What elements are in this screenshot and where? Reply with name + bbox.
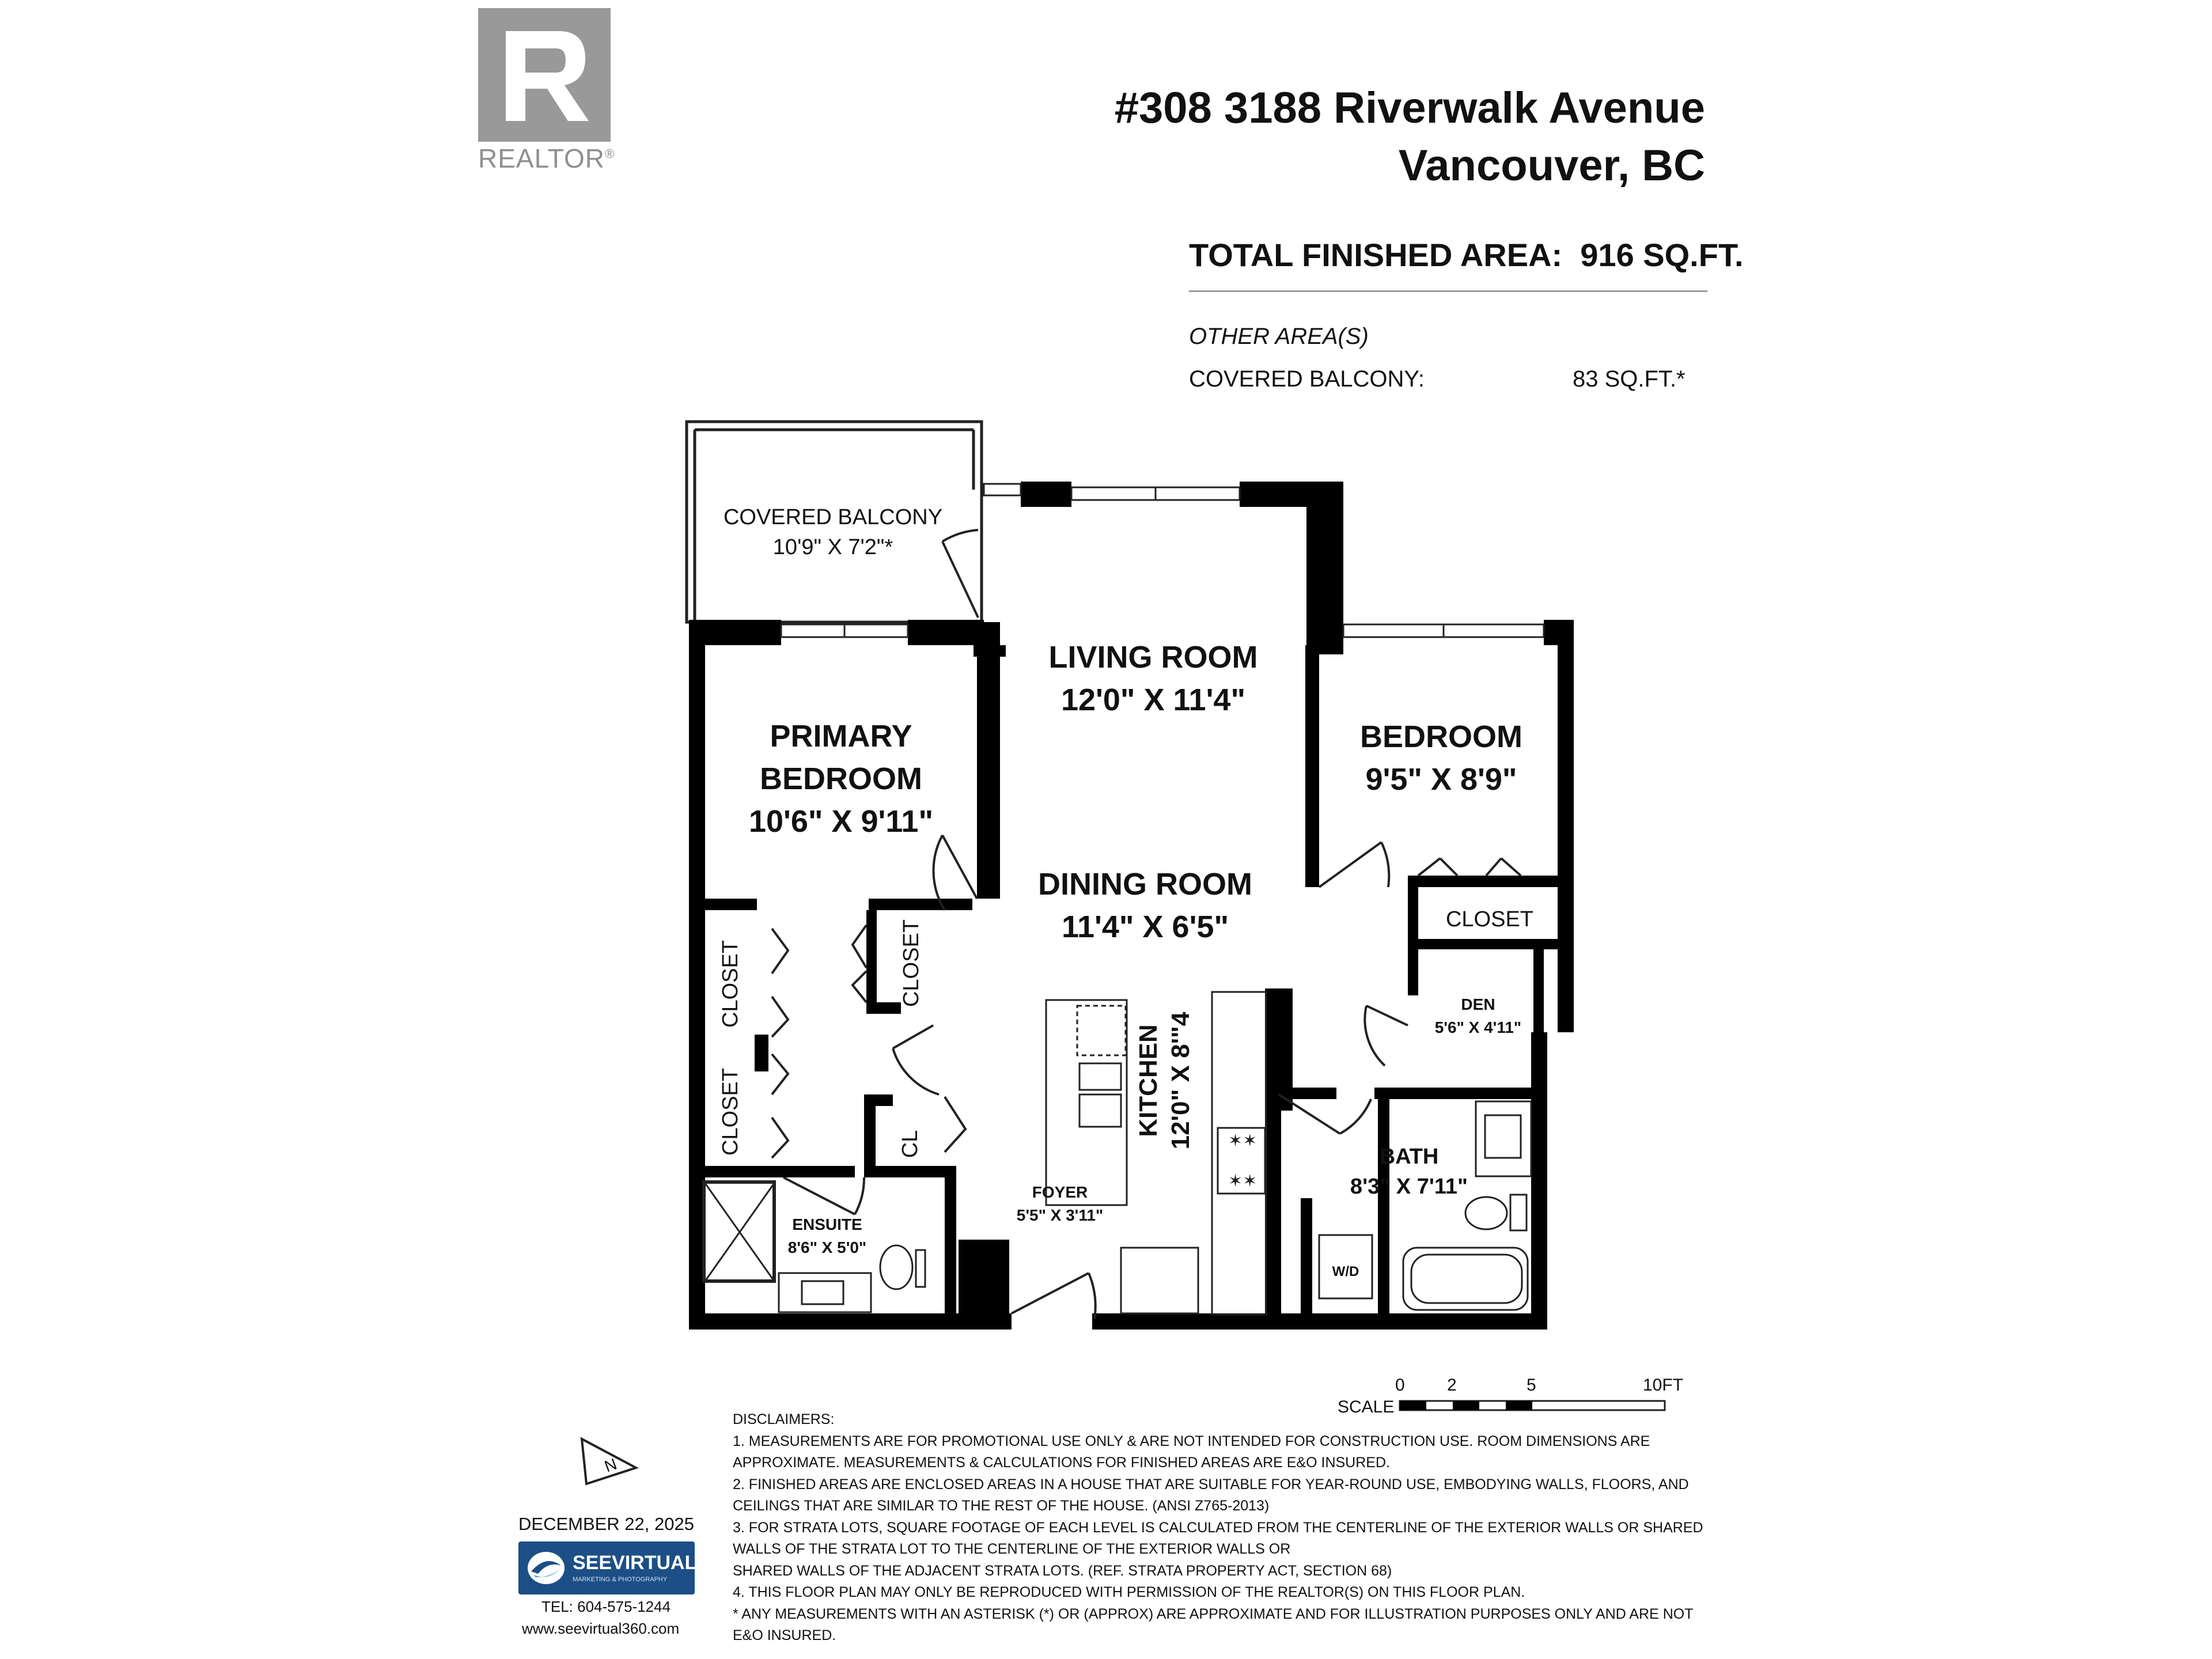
label-bath: BATH 8'3" X 7'11"	[1350, 1145, 1468, 1199]
label-living-room: LIVING ROOM 12'0" X 11'4"	[1048, 640, 1258, 717]
scale-tick-2: 2	[1447, 1376, 1457, 1395]
scale-label: SCALE	[1338, 1397, 1395, 1416]
seevirtual-swirl-icon	[528, 1552, 565, 1584]
total-area-label: TOTAL FINISHED AREA:	[1189, 237, 1563, 273]
disclaimer-line: E&O INSURED.	[733, 1627, 836, 1643]
disclaimer-line: SHARED WALLS OF THE ADJACENT STRATA LOTS…	[733, 1562, 1392, 1579]
north-arrow-icon	[580, 1437, 639, 1486]
svg-text:✶✶: ✶✶	[1228, 1131, 1257, 1150]
walls	[689, 482, 1574, 1330]
disclaimer-line: 2. FINISHED AREAS ARE ENCLOSED AREAS IN …	[733, 1476, 1689, 1493]
seevirtual-name: SEEVIRTUAL	[573, 1552, 697, 1574]
disclaimers: DISCLAIMERS: 1. MEASUREMENTS ARE FOR PRO…	[733, 1409, 1724, 1647]
disclaimer-line: WALLS OF THE STRATA LOT TO THE CENTERLIN…	[733, 1541, 1291, 1557]
scale-tick-5: 5	[1527, 1376, 1536, 1395]
property-address: #308 3188 Riverwalk Avenue Vancouver, BC	[1115, 79, 1705, 195]
disclaimer-line: 1. MEASUREMENTS ARE FOR PROMOTIONAL USE …	[733, 1433, 1650, 1449]
label-cl: CL	[898, 1130, 922, 1158]
label-kitchen: KITCHEN 12'0" X 8'"4	[1134, 1012, 1195, 1150]
disclaimer-line: DISCLAIMERS:	[733, 1411, 835, 1427]
balcony-area-value: 83 SQ.FT.*	[1573, 366, 1685, 392]
label-primary-bedroom: PRIMARY BEDROOM 10'6" X 9'11"	[748, 719, 934, 839]
address-line-1: #308 3188 Riverwalk Avenue	[1114, 84, 1705, 132]
label-den: DEN 5'6" X 4'11"	[1434, 995, 1522, 1036]
windows	[780, 483, 1545, 638]
label-covered-balcony: COVERED BALCONY 10'9" X 7'2"*	[723, 505, 943, 559]
agency-website[interactable]: www.seevirtual360.com	[522, 1620, 680, 1637]
disclaimer-line: 4. THIS FLOOR PLAN MAY ONLY BE REPRODUCE…	[733, 1584, 1525, 1600]
address-line-2: Vancouver, BC	[1398, 141, 1705, 190]
disclaimer-line: 3. FOR STRATA LOTS, SQUARE FOOTAGE OF EA…	[733, 1519, 1703, 1536]
balcony-area-label: COVERED BALCONY:	[1189, 366, 1425, 392]
scale-tick-10: 10FT	[1643, 1376, 1684, 1395]
label-closet-mid: CLOSET	[899, 919, 923, 1007]
label-ensuite: ENSUITE 8'6" X 5'0"	[787, 1215, 867, 1256]
disclaimer-line: APPROXIMATE. MEASUREMENTS & CALCULATIONS…	[733, 1455, 1390, 1471]
disclaimer-line: CEILINGS THAT ARE SIMILAR TO THE REST OF…	[733, 1498, 1270, 1514]
realtor-r-icon	[506, 31, 589, 121]
total-finished-area: TOTAL FINISHED AREA: 916 SQ.FT.	[1189, 236, 1744, 274]
label-bedroom: BEDROOM 9'5" X 8'9"	[1360, 719, 1522, 797]
total-area-value: 916 SQ.FT.	[1580, 237, 1744, 273]
other-areas-label: OTHER AREA(S)	[1189, 324, 1369, 349]
scale-tick-0: 0	[1395, 1376, 1405, 1395]
fixtures: ✶✶ ✶✶	[702, 991, 1532, 1316]
agency-phone: TEL: 604-575-1244	[541, 1598, 671, 1615]
plan-date: DECEMBER 22, 2025	[518, 1514, 694, 1534]
scale-bar	[1399, 1400, 1666, 1411]
seevirtual-tagline: MARKETING & PHOTOGRAPHY	[573, 1576, 668, 1583]
realtor-logo: REALTOR®	[478, 8, 622, 175]
doors	[771, 529, 1522, 1320]
label-closet-left-top: CLOSET	[718, 940, 743, 1028]
label-dining-room: DINING ROOM 11'4" X 6'5"	[1038, 867, 1252, 944]
label-wd: W/D	[1332, 1264, 1359, 1279]
label-closet-right: CLOSET	[1445, 907, 1534, 931]
svg-text:✶✶: ✶✶	[1228, 1172, 1257, 1191]
label-foyer: FOYER 5'5" X 3'11"	[1016, 1183, 1104, 1224]
disclaimer-line: * ANY MEASUREMENTS WITH AN ASTERISK (*) …	[733, 1605, 1694, 1622]
realtor-logo-text: REALTOR®	[478, 143, 615, 173]
seevirtual-logo: SEEVIRTUAL MARKETING & PHOTOGRAPHY	[518, 1541, 697, 1594]
label-closet-left-bottom: CLOSET	[718, 1067, 743, 1156]
balcony-outline	[685, 420, 983, 624]
header-divider	[1189, 290, 1707, 292]
